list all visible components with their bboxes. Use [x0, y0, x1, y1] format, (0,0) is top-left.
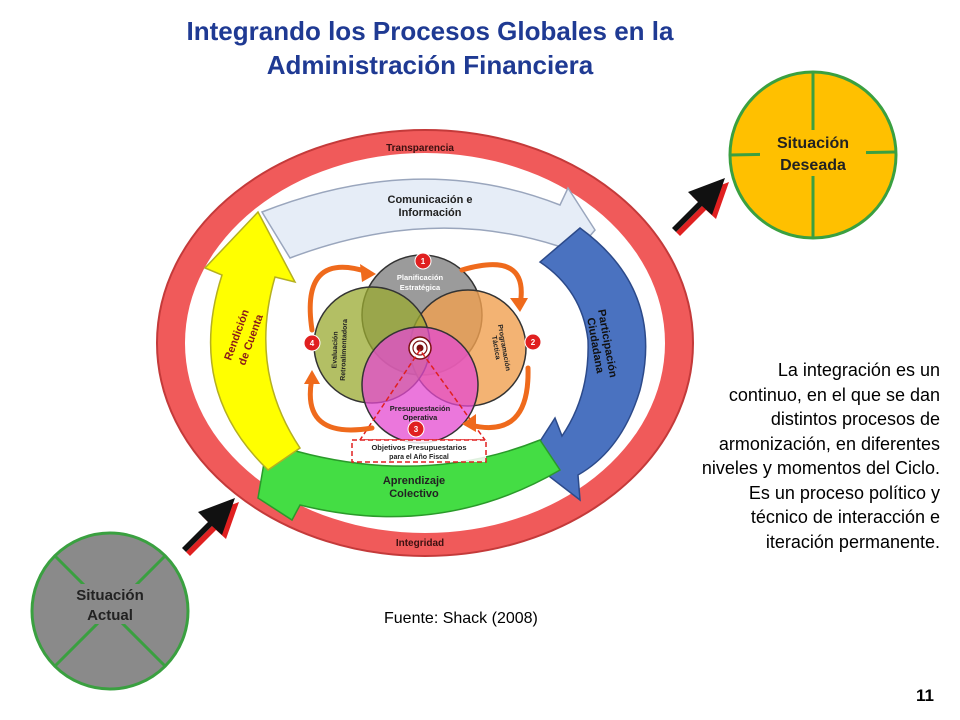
label-planificacion-2: Estratégica — [400, 283, 441, 292]
cycle-arrowhead-4 — [304, 370, 320, 384]
svg-text:3: 3 — [414, 425, 419, 434]
current-state-line1: Situación — [76, 587, 144, 604]
source-citation: Fuente: Shack (2008) — [384, 610, 538, 627]
objectives-box — [351, 439, 487, 463]
integration-description: La integración es un continuo, en el que… — [701, 360, 940, 552]
desired-state-line1: Situación — [777, 135, 849, 152]
arrow-comunicacion-line1: Comunicación e — [388, 194, 473, 206]
svg-text:2: 2 — [531, 338, 536, 347]
badge-1: 1 — [414, 252, 432, 270]
cycle-arrowhead-3 — [462, 414, 476, 432]
svg-text:4: 4 — [310, 339, 315, 348]
objectives-line2: para el Año Fiscal — [389, 454, 449, 461]
arrow-aprendizaje-line1: Aprendizaje — [383, 475, 445, 487]
ring-label-integridad: Integridad — [396, 538, 444, 549]
arrow-comunicacion-line2: Información — [399, 207, 462, 219]
badge-3: 3 — [407, 420, 425, 438]
label-evaluacion-2: Retroalimentadora — [340, 319, 349, 381]
target-icon — [408, 336, 432, 360]
label-evaluacion-1: Evaluación — [331, 331, 339, 368]
arrow-rendicion — [203, 210, 302, 471]
title-line-2: Administración Financiera — [266, 50, 594, 80]
badge-2: 2 — [524, 333, 542, 351]
label-presupuestacion-2: Operativa — [403, 413, 438, 422]
badge-4: 4 — [303, 334, 321, 352]
label-planificacion-1: Planificación — [397, 273, 444, 282]
cycle-arrows — [307, 262, 531, 433]
cycle-arrowhead-2 — [510, 298, 528, 312]
cycle-arrow-2-to-3 — [467, 365, 531, 431]
cycle-arrow-3-to-4 — [307, 375, 375, 433]
cycle-arrowheads — [304, 264, 528, 432]
page-title: Integrando los Procesos Globales en la A… — [100, 14, 760, 82]
label-presupuestacion-1: Presupuestación — [390, 404, 451, 413]
cycle-arrow-4-to-1 — [307, 264, 371, 333]
label-programacion-2: Táctica — [490, 335, 501, 360]
cycle-arrowhead-1 — [360, 264, 376, 282]
progress-arrow-upper-icon — [672, 178, 729, 236]
page-number: 11 — [916, 686, 934, 705]
desired-state-line2: Deseada — [780, 157, 846, 174]
svg-text:1: 1 — [421, 257, 426, 266]
arrow-comunicacion — [260, 178, 596, 267]
title-line-1: Integrando los Procesos Globales en la — [186, 16, 674, 46]
current-state-line2: Actual — [87, 607, 133, 624]
ring-label-transparencia: Transparencia — [386, 143, 454, 154]
objectives-line1: Objetivos Presupuestarios — [371, 443, 466, 452]
progress-arrow-lower-icon — [182, 498, 239, 556]
arrow-participacion — [526, 227, 647, 502]
desired-state: Situación Deseada — [728, 70, 898, 240]
current-state: Situación Actual — [30, 531, 190, 691]
arrow-aprendizaje-line2: Colectivo — [389, 488, 439, 500]
cycle-arrow-1-to-2 — [459, 262, 524, 308]
